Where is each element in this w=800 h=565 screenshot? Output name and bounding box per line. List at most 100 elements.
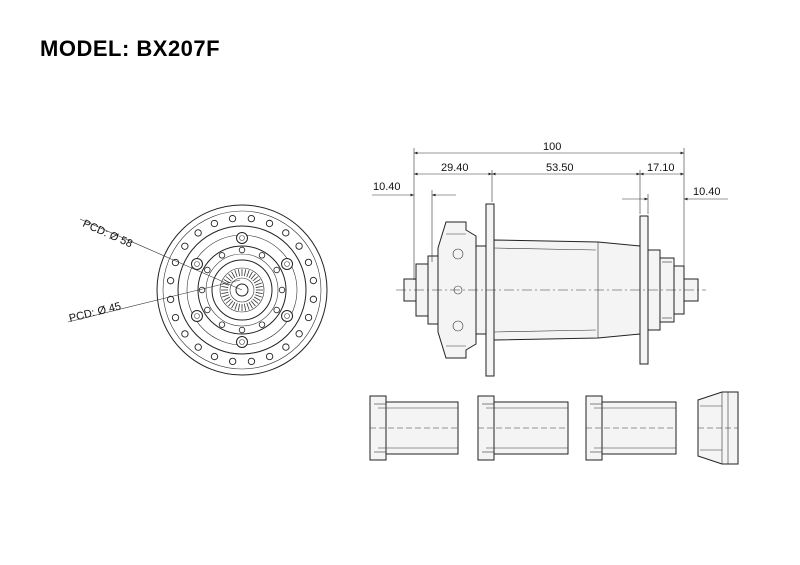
pcd-45-label: PCD: Ø 45 <box>68 300 123 325</box>
spoke-hole <box>194 229 202 237</box>
ratchet-teeth <box>221 269 263 311</box>
rotor-bolt-holes <box>190 232 294 348</box>
spoke-hole <box>304 313 313 322</box>
ratchet-tooth <box>222 282 229 286</box>
ratchet-tooth <box>221 285 229 288</box>
pcd-45-leader <box>67 291 191 323</box>
rotor-bolt-hole <box>236 336 248 348</box>
inner-hole <box>204 266 211 274</box>
dim-overall: 100 <box>543 141 561 153</box>
spoke-hole <box>181 330 189 338</box>
spoke-hole <box>265 219 274 228</box>
spoke-holes <box>166 214 318 366</box>
dim-right-10-40: 10.40 <box>693 186 721 198</box>
rotor-bolt-hole <box>190 310 203 322</box>
flange-inner-circle <box>162 210 322 370</box>
ratchet-tooth <box>231 301 236 309</box>
ratchet-tooth <box>234 303 238 310</box>
rotor-bolt-hole <box>281 258 294 270</box>
ratchet-tooth <box>228 300 234 307</box>
ratchet-tooth <box>237 269 240 277</box>
dim-left-10-40: 10.40 <box>373 181 401 193</box>
ratchet-tooth <box>246 303 250 310</box>
ratchet-tooth <box>253 296 261 301</box>
ratchet-tooth <box>222 294 229 298</box>
adapter-3 <box>585 395 677 461</box>
ratchet-tooth <box>244 303 247 311</box>
ratchet-tooth <box>253 279 261 284</box>
dim-29-40: 29.40 <box>441 162 469 174</box>
ratchet-tooth <box>255 285 263 288</box>
inner-hole <box>198 286 206 294</box>
axle-circle <box>235 283 249 297</box>
inner-hole <box>238 246 246 254</box>
spoke-hole <box>229 357 237 366</box>
inner-hole <box>238 326 246 334</box>
spoke-hole <box>309 276 318 285</box>
rotor-bolt-hole <box>236 232 248 244</box>
dimensions: 100 29.40 53.50 17.10 10.40 10.40 <box>372 141 728 280</box>
hub-side-view <box>396 203 706 377</box>
spoke-hole <box>166 295 175 304</box>
ratchet-tooth <box>234 270 238 277</box>
ratchet-tooth <box>255 294 262 298</box>
rotor-mount-circle <box>177 225 307 355</box>
dim-17-10: 17.10 <box>647 162 675 174</box>
ratchet-tooth <box>255 292 263 295</box>
adapter-1 <box>369 395 459 461</box>
spoke-hole <box>295 242 303 250</box>
spoke-hole <box>166 277 175 285</box>
freehub-ring <box>211 259 273 321</box>
spoke-hole <box>247 214 255 223</box>
spoke-hole <box>171 258 180 267</box>
ratchet-tooth <box>225 276 232 282</box>
ratchet-tooth <box>237 303 240 311</box>
spoke-hole <box>181 242 189 250</box>
spoke-hole <box>210 352 219 361</box>
dim-53-50: 53.50 <box>546 162 574 174</box>
hub-end-view <box>156 204 328 376</box>
inner-hole <box>204 306 211 314</box>
pcd-58-leader <box>79 218 179 263</box>
ratchet-tooth <box>246 270 250 277</box>
adapter-2 <box>477 395 569 461</box>
ratchet-tooth <box>231 271 236 279</box>
spoke-hole <box>247 357 256 366</box>
spoke-hole <box>309 295 318 303</box>
spoke-hole <box>304 258 313 267</box>
spoke-hole <box>295 330 303 338</box>
pcd-58-label: PCD: Ø 58 <box>81 218 134 251</box>
flange-outer-circle <box>156 204 328 376</box>
ratchet-tooth <box>221 292 229 295</box>
inner-hole <box>273 266 280 274</box>
rotor-bolt-hole <box>190 258 203 270</box>
ratchet-tooth <box>250 273 256 280</box>
inner-hole <box>218 252 226 259</box>
ratchet-tooth <box>225 298 232 304</box>
ratchet-tooth <box>228 273 234 280</box>
spoke-hole <box>282 343 290 351</box>
spoke-hole <box>265 352 274 361</box>
inner-hole <box>258 252 266 259</box>
ratchet-tooth <box>223 296 231 301</box>
ratchet-tooth <box>252 276 259 282</box>
ratchet-tooth <box>250 300 256 307</box>
spoke-hole <box>210 219 219 228</box>
ratchet-tooth <box>255 282 262 286</box>
ratchet-tooth <box>244 269 247 277</box>
inner-hole <box>258 321 266 328</box>
model-title: MODEL: BX207F <box>40 36 221 61</box>
inner-hole <box>278 286 286 294</box>
inner-hole <box>273 306 280 314</box>
rotor-bolt-hole <box>281 310 294 322</box>
spoke-hole <box>228 214 237 223</box>
ratchet-tooth <box>248 301 253 309</box>
ratchet-tooth <box>252 298 259 304</box>
ratchet-tooth <box>248 271 253 279</box>
spoke-hole <box>194 343 202 351</box>
adapter-4-end-cap <box>697 391 739 465</box>
spoke-hole <box>171 313 180 322</box>
inner-hole <box>218 321 226 328</box>
spoke-hole <box>282 229 290 237</box>
